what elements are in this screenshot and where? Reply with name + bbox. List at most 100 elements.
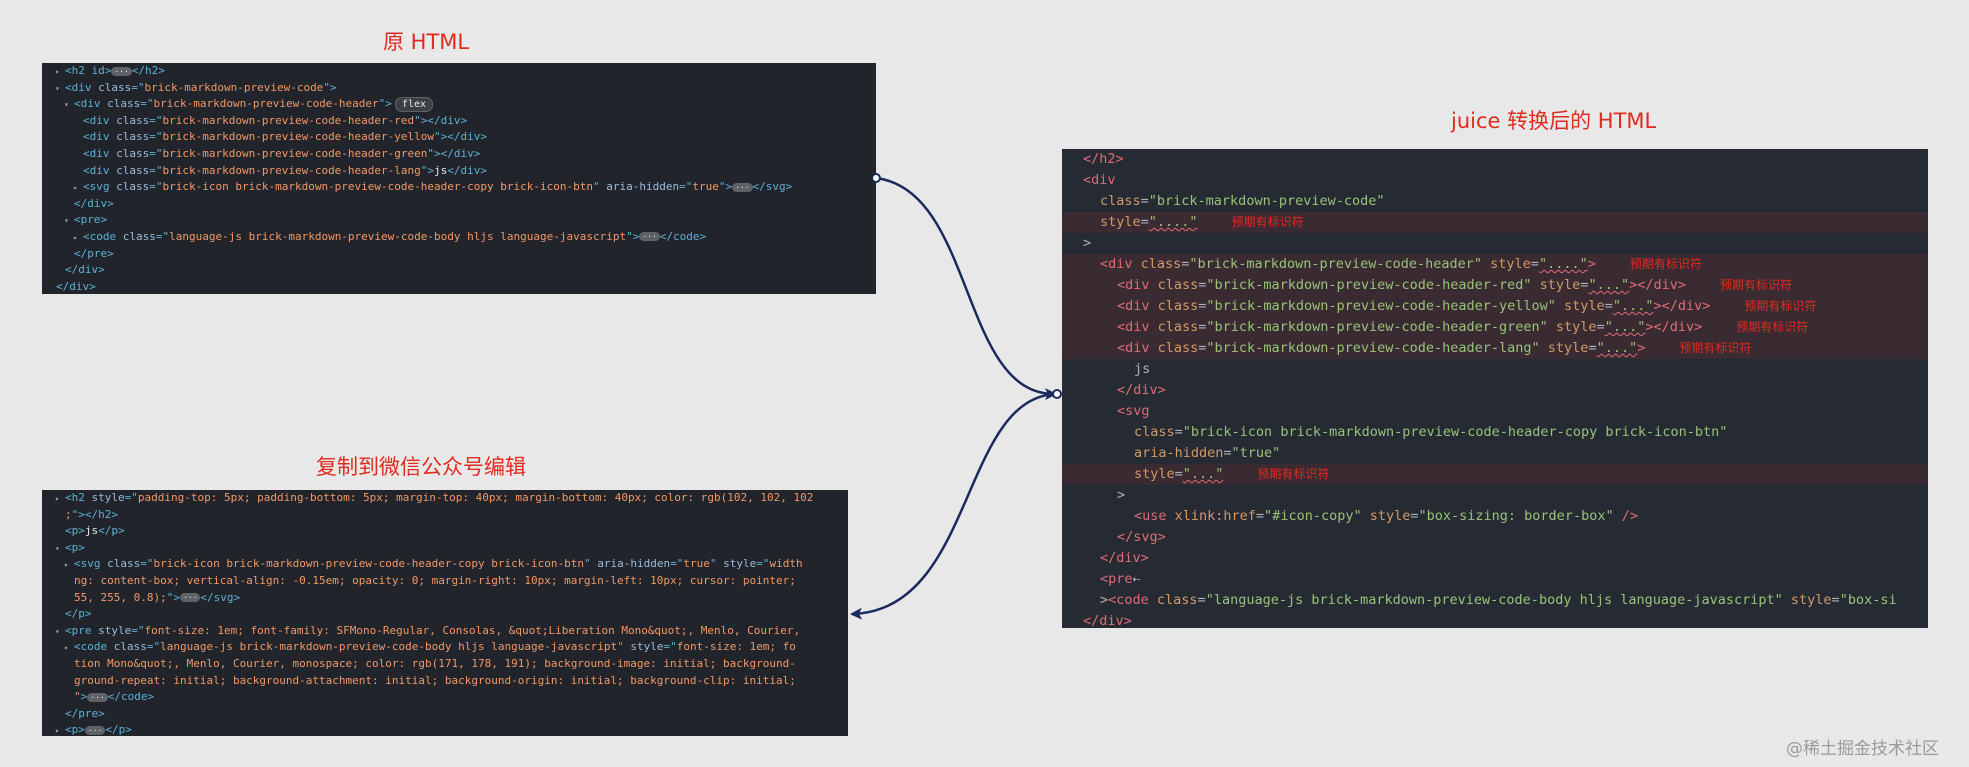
- code-token: </p>: [98, 524, 125, 538]
- code-token: <code: [74, 640, 114, 654]
- code-token: style: [98, 623, 132, 637]
- code-token: </div>: [65, 263, 105, 277]
- ellipsis-badge[interactable]: ···: [87, 692, 108, 702]
- code-line: 55, 255, 0.8);">···</svg>: [42, 590, 848, 607]
- code-line: ▾<pre style="font-size: 1em; font-family…: [42, 623, 848, 640]
- code-token: <pre: [65, 623, 99, 637]
- watermark: @稀土掘金技术社区: [1786, 739, 1939, 759]
- code-token: =: [1410, 508, 1419, 524]
- code-token: =: [1530, 256, 1539, 272]
- code-token: "brick-markdown-preview-code": [1148, 193, 1385, 209]
- highlighted-code-line: <div class="brick-markdown-preview-code-…: [1062, 296, 1928, 317]
- code-token: class: [122, 229, 156, 243]
- code-line: ▾<p>: [42, 540, 848, 557]
- code-token: =": [140, 97, 154, 111]
- expand-triangle-icon[interactable]: ▸: [55, 67, 60, 76]
- code-token: <code: [1108, 592, 1157, 608]
- code-token: ": [592, 180, 607, 194]
- code-token: =: [1198, 277, 1207, 293]
- code-token: brick-icon brick-markdown-preview-code-h…: [162, 180, 593, 194]
- code-token: =": [124, 491, 138, 504]
- expand-triangle-icon[interactable]: ▾: [55, 543, 60, 553]
- expand-triangle-icon[interactable]: ▸: [55, 726, 60, 736]
- expected-marker-note: 预期有标识符: [1736, 320, 1809, 334]
- code-token: =": [149, 180, 163, 194]
- code-token: >: [1637, 340, 1646, 356]
- code-token: ground-repeat: initial; background-attac…: [74, 673, 796, 687]
- code-token: <svg: [1117, 403, 1150, 419]
- code-token: "brick-markdown-preview-code-header-gree…: [1206, 319, 1556, 335]
- code-token: <h2: [65, 491, 92, 504]
- expand-triangle-icon[interactable]: ▸: [73, 183, 78, 193]
- code-token: <code: [83, 229, 123, 243]
- panel-wechat-html: ▸<h2 style="padding-top: 5px; padding-bo…: [42, 490, 848, 736]
- expand-triangle-icon[interactable]: ▸: [73, 232, 78, 242]
- code-line: <div class="brick-markdown-preview-code-…: [42, 163, 876, 180]
- code-token: =: [1604, 298, 1613, 314]
- code-line: <div class="brick-markdown-preview-code-…: [42, 129, 876, 146]
- code-token: "#icon-copy": [1264, 508, 1370, 524]
- expand-triangle-icon[interactable]: ▾: [64, 216, 69, 226]
- code-token: <div: [1100, 256, 1141, 272]
- flex-badge[interactable]: flex: [394, 97, 434, 113]
- code-token: language-js brick-markdown-preview-code-…: [160, 640, 618, 654]
- code-token: <div: [83, 146, 117, 160]
- code-line: <div: [1062, 170, 1928, 191]
- expand-triangle-icon[interactable]: ▾: [55, 83, 60, 93]
- code-token: "box-sizing: border-box": [1418, 508, 1614, 524]
- code-token: font-size: 1em; font-family: SFMono-Regu…: [144, 623, 801, 637]
- code-token: =": [149, 130, 163, 144]
- ellipsis-badge[interactable]: ···: [179, 593, 201, 603]
- panel-original-html: ▸<h2 id>···</h2>▾<div class="brick-markd…: [42, 63, 876, 294]
- code-token: class: [1100, 193, 1141, 209]
- expand-triangle-icon[interactable]: ▾: [55, 626, 60, 636]
- code-token: <div: [83, 130, 117, 144]
- code-token: 55, 255, 0.8);: [74, 590, 167, 604]
- code-token: =: [1223, 445, 1232, 461]
- code-line: <svg: [1062, 401, 1928, 422]
- code-token: class: [1156, 592, 1198, 608]
- code-token: =": [149, 146, 163, 160]
- code-token: =: [1588, 340, 1597, 356]
- code-token: </svg>: [1117, 529, 1166, 545]
- expand-triangle-icon[interactable]: ▸: [64, 560, 69, 570]
- code-line: <use xlink:href="#icon-copy" style="box-…: [1062, 506, 1928, 527]
- code-token: style: [1369, 508, 1411, 524]
- ellipsis-badge[interactable]: ···: [84, 725, 106, 735]
- code-token: true: [692, 180, 719, 194]
- ellipsis-badge[interactable]: ···: [732, 182, 753, 192]
- ellipsis-badge[interactable]: ···: [111, 66, 132, 76]
- highlighted-code-line: <div class="brick-markdown-preview-code-…: [1062, 338, 1928, 359]
- code-token: aria-hidden: [1134, 445, 1224, 461]
- code-token: <p>: [65, 723, 85, 736]
- expand-triangle-icon[interactable]: ▸: [55, 494, 60, 503]
- code-token: ": [617, 640, 631, 654]
- code-line: <pre⇠: [1062, 569, 1928, 590]
- code-line: ng: content-box; vertical-align: -0.15em…: [42, 573, 848, 590]
- ellipsis-badge[interactable]: ···: [639, 232, 660, 242]
- code-line: ▾<div class="brick-markdown-preview-code…: [42, 80, 876, 97]
- code-token: =": [756, 557, 770, 571]
- code-token: ⇠: [1132, 571, 1141, 587]
- code-token: <div: [1117, 319, 1158, 335]
- code-line: <p>js</p>: [42, 523, 848, 540]
- code-token: class: [1134, 424, 1175, 440]
- code-token: =": [131, 80, 145, 94]
- code-token: class: [1140, 256, 1182, 272]
- code-token: "....": [1538, 256, 1588, 272]
- code-token: =: [1198, 340, 1207, 356]
- code-line: ▸<h2 id>···</h2>: [42, 63, 876, 80]
- caption-juice-html: juice 转换后的 HTML: [1451, 109, 1657, 133]
- arrow-junction-dot: [1052, 389, 1062, 399]
- code-token: </h2>: [84, 507, 118, 521]
- code-token: style: [1547, 340, 1589, 356]
- expand-triangle-icon[interactable]: ▾: [64, 100, 69, 110]
- arrow-start-dot: [871, 173, 881, 183]
- code-line: </div>: [42, 196, 876, 213]
- code-token: style: [1100, 214, 1141, 230]
- code-token: class: [107, 97, 141, 111]
- code-token: </div>: [74, 196, 114, 210]
- expand-triangle-icon[interactable]: ▸: [64, 643, 69, 653]
- code-token: "></div>: [427, 146, 481, 160]
